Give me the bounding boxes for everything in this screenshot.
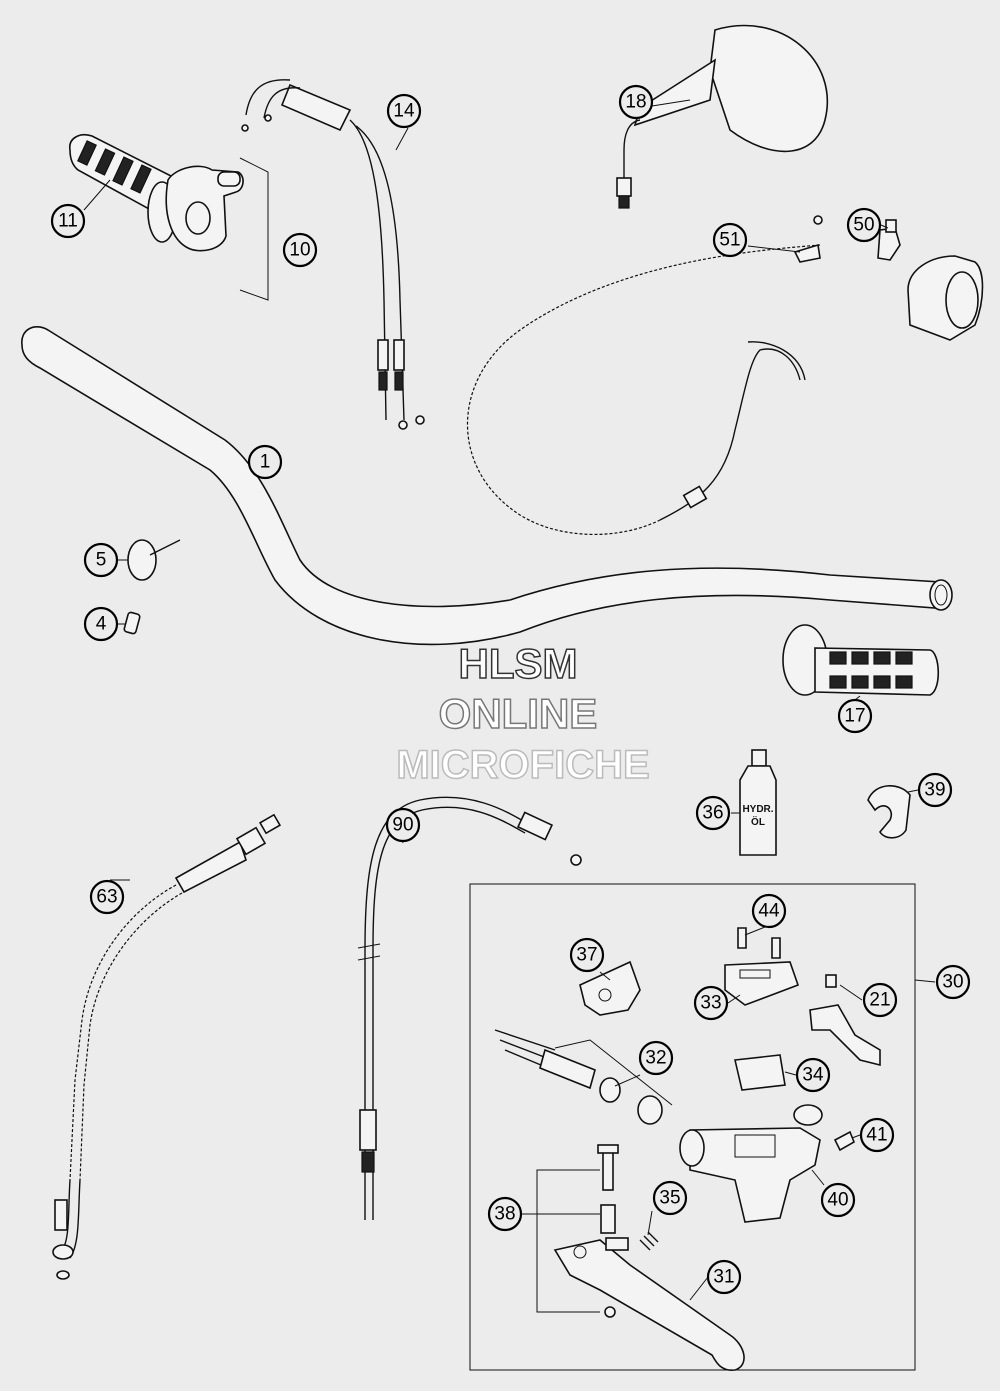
hydraulic-oil-bottle: HYDR. ÖL	[739, 749, 777, 856]
svg-text:14: 14	[393, 101, 415, 122]
callout-11: 11	[50, 203, 86, 239]
callout-18: 18	[618, 84, 654, 120]
svg-text:30: 30	[942, 972, 963, 993]
callout-39: 39	[917, 772, 953, 808]
svg-text:37: 37	[576, 945, 597, 966]
throttle-cables	[241, 79, 425, 430]
svg-text:32: 32	[645, 1048, 666, 1069]
callouts: 1 4 5 10 11 14 17 18 21 30 31 32 33 34 3…	[50, 84, 971, 1295]
sleeve	[123, 611, 141, 635]
handlebar	[21, 326, 953, 646]
callout-36: 36	[695, 795, 731, 831]
watermark-line2: ONLINE	[439, 690, 598, 737]
master-cylinder-assembly	[469, 883, 936, 1371]
watermark-line3: MICROFICHE	[396, 743, 649, 787]
svg-text:63: 63	[96, 887, 117, 908]
hot-start-cable	[52, 813, 282, 1280]
throttle-housing	[165, 157, 269, 301]
svg-text:51: 51	[719, 230, 740, 251]
callout-41: 41	[859, 1117, 895, 1153]
callout-51: 51	[712, 222, 748, 258]
svg-text:90: 90	[392, 815, 413, 836]
callout-32: 32	[638, 1040, 674, 1076]
callout-63: 63	[89, 879, 125, 915]
callout-40: 40	[820, 1182, 856, 1218]
callout-35: 35	[652, 1180, 688, 1216]
svg-text:1: 1	[260, 452, 271, 473]
bottle-label-line1: HYDR.	[742, 804, 773, 815]
svg-text:18: 18	[625, 92, 646, 113]
svg-text:41: 41	[866, 1125, 887, 1146]
svg-text:17: 17	[844, 706, 865, 727]
svg-text:31: 31	[713, 1267, 734, 1288]
svg-text:38: 38	[494, 1204, 515, 1225]
callout-37: 37	[569, 937, 605, 973]
svg-text:33: 33	[700, 993, 721, 1014]
svg-text:35: 35	[659, 1188, 680, 1209]
svg-text:4: 4	[96, 614, 107, 635]
svg-text:11: 11	[58, 211, 78, 232]
callout-30: 30	[935, 964, 971, 1000]
left-grip	[782, 624, 940, 696]
svg-text:10: 10	[289, 240, 310, 261]
callout-31: 31	[706, 1259, 742, 1295]
mirror	[616, 24, 828, 209]
cable-tie	[127, 539, 181, 581]
callout-50: 50	[846, 207, 882, 243]
svg-text:40: 40	[827, 1190, 848, 1211]
svg-text:44: 44	[758, 901, 780, 922]
callout-21: 21	[862, 982, 898, 1018]
svg-text:21: 21	[869, 990, 890, 1011]
clamp	[867, 785, 911, 839]
callout-5: 5	[83, 542, 119, 578]
svg-text:39: 39	[924, 780, 945, 801]
callout-14: 14	[386, 93, 422, 129]
callout-38: 38	[487, 1196, 523, 1232]
bottle-label-line2: ÖL	[751, 815, 765, 828]
callout-17: 17	[837, 698, 873, 734]
handlebar-switch	[877, 219, 984, 341]
callout-10: 10	[282, 232, 318, 268]
svg-text:5: 5	[96, 550, 107, 571]
leader-lines	[83, 99, 919, 1301]
choke-cable	[467, 215, 823, 536]
callout-33: 33	[693, 985, 729, 1021]
callout-90: 90	[385, 807, 421, 843]
watermark-line1: HLSM	[459, 640, 578, 687]
throttle-grip	[69, 134, 177, 243]
callout-44: 44	[751, 893, 787, 929]
callout-34: 34	[795, 1057, 831, 1093]
callout-4: 4	[83, 606, 119, 642]
callout-1: 1	[247, 444, 283, 480]
svg-text:34: 34	[802, 1065, 824, 1086]
svg-text:36: 36	[702, 803, 723, 824]
watermark: HLSM ONLINE MICROFICHE	[396, 639, 651, 788]
svg-text:50: 50	[853, 215, 874, 236]
clutch-cable	[357, 796, 582, 1220]
